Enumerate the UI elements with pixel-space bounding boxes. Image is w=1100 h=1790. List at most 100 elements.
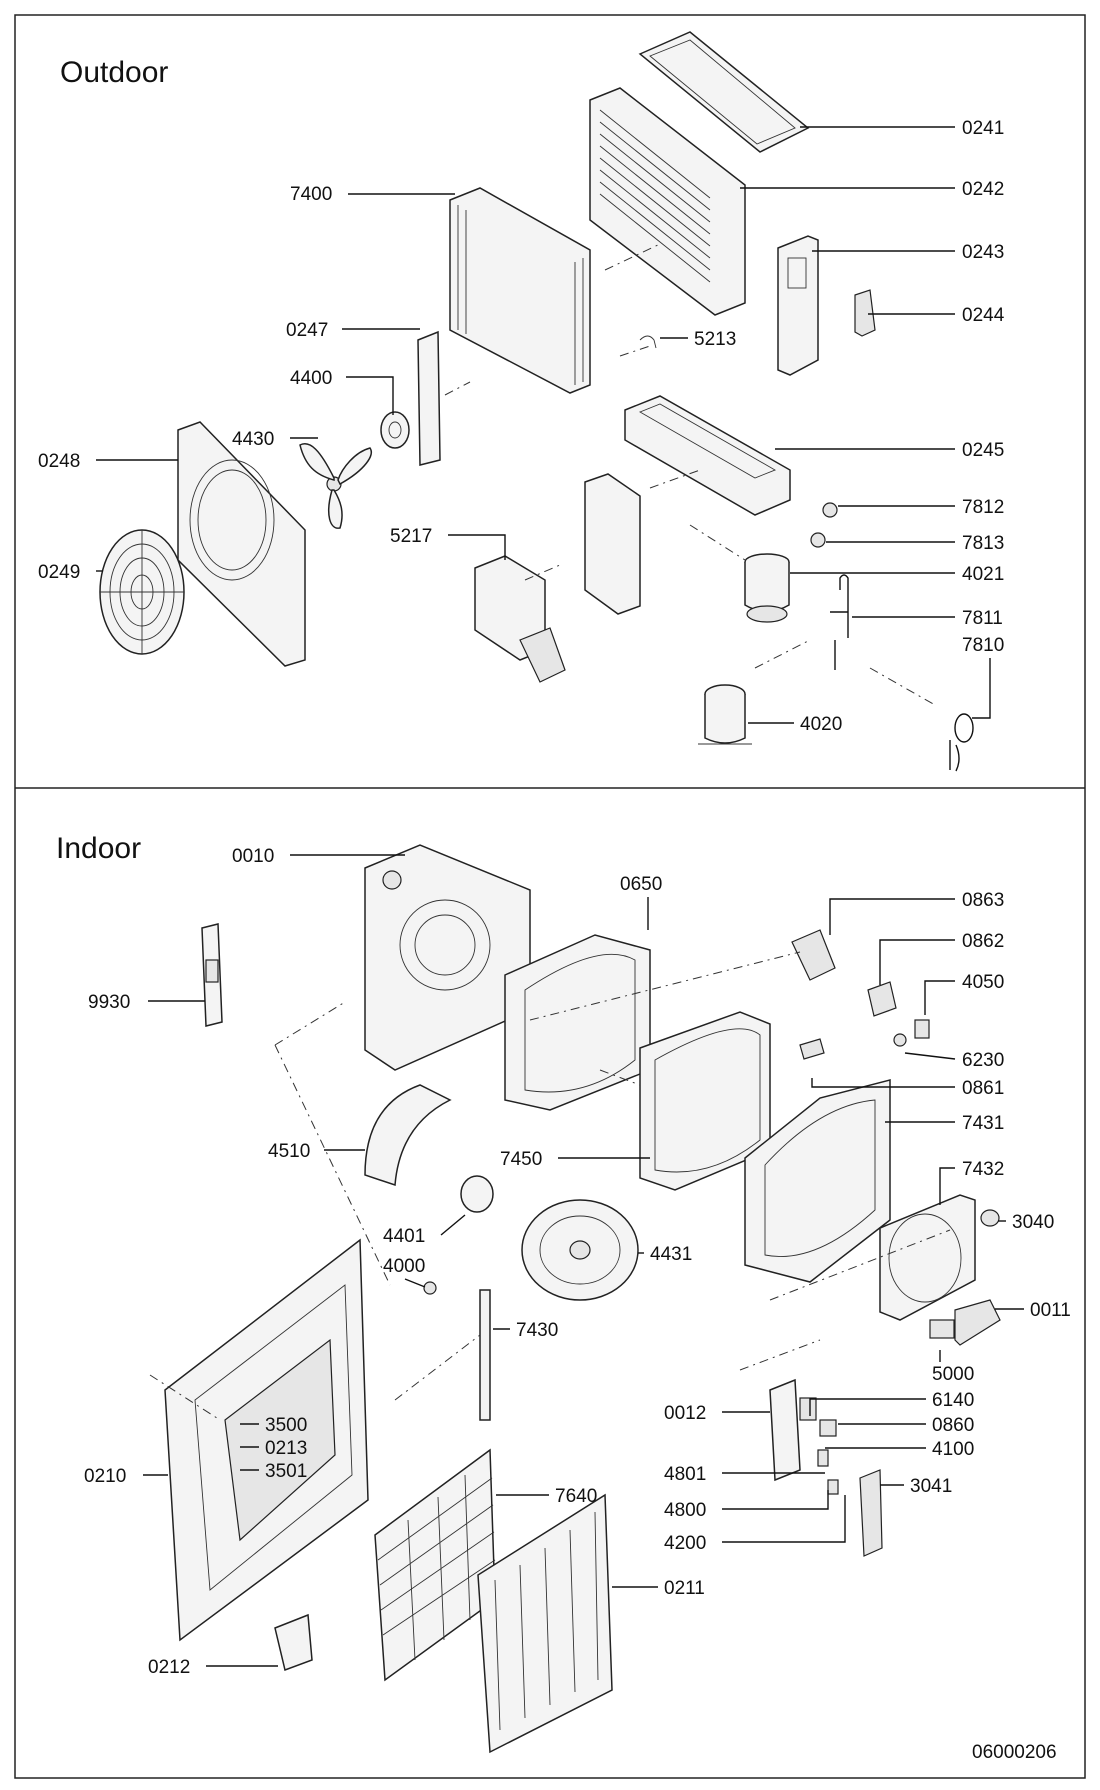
part-pump bbox=[980, 1209, 1000, 1227]
indoor-part-label-3040: 3040 bbox=[1012, 1212, 1054, 1233]
part-support-plate bbox=[584, 473, 641, 615]
part-air-filter bbox=[374, 1448, 496, 1682]
indoor-assembly-line-6 bbox=[394, 1334, 481, 1401]
assembly-line-8 bbox=[869, 667, 936, 706]
outdoor-title: Outdoor bbox=[60, 56, 168, 89]
indoor-part-label-5000: 5000 bbox=[932, 1364, 974, 1385]
part-service-valve bbox=[822, 502, 838, 518]
part-pipe-assembly bbox=[830, 574, 849, 670]
outdoor-part-label-7811: 7811 bbox=[962, 608, 1003, 629]
assembly-line-3 bbox=[619, 345, 651, 357]
indoor-leader-4401 bbox=[440, 1214, 466, 1236]
assembly-line-2 bbox=[604, 243, 661, 271]
part-side-panel bbox=[777, 235, 819, 376]
part-drain-pipe bbox=[479, 1289, 491, 1421]
outdoor-part-label-7810: 7810 bbox=[962, 635, 1004, 656]
part-clamp bbox=[799, 1038, 825, 1060]
outdoor-part-label-5217: 5217 bbox=[390, 526, 432, 547]
part-insulation-frame bbox=[744, 1079, 891, 1283]
part-condenser-coil bbox=[449, 187, 591, 394]
part-indoor-cabinet bbox=[364, 844, 531, 1071]
part-sensor bbox=[893, 1033, 907, 1047]
outdoor-part-label-0245: 0245 bbox=[962, 440, 1004, 461]
indoor-part-label-0860: 0860 bbox=[932, 1415, 974, 1436]
part-relay bbox=[819, 1419, 837, 1437]
part-partition bbox=[417, 330, 441, 466]
outdoor-drawing bbox=[99, 31, 974, 772]
outdoor-part-label-0242: 0242 bbox=[962, 179, 1004, 200]
part-electric-cover bbox=[859, 1469, 883, 1557]
part-inlet-grille bbox=[477, 1493, 613, 1754]
indoor-leader-0863 bbox=[829, 898, 955, 935]
part-cover-plate bbox=[791, 929, 836, 981]
indoor-part-label-4000: 4000 bbox=[383, 1256, 425, 1277]
indoor-part-label-4800: 4800 bbox=[664, 1500, 706, 1521]
outdoor-part-label-4430: 4430 bbox=[232, 429, 274, 450]
indoor-assembly-line-8 bbox=[149, 1374, 221, 1421]
part-corner-cover bbox=[954, 1299, 1001, 1346]
indoor-part-label-0211: 0211 bbox=[664, 1578, 705, 1599]
part-remote-controller bbox=[201, 923, 223, 1027]
part-capacitor bbox=[827, 1479, 839, 1495]
indoor-part-label-4510: 4510 bbox=[268, 1141, 310, 1162]
indoor-leader-0861 bbox=[811, 1078, 955, 1088]
part-bracket bbox=[867, 981, 897, 1017]
indoor-part-label-4100: 4100 bbox=[932, 1439, 974, 1460]
indoor-assembly-line-2 bbox=[274, 1044, 391, 1286]
indoor-leader-6230 bbox=[904, 1052, 956, 1060]
part-blower-motor bbox=[460, 1175, 494, 1213]
indoor-part-label-7450: 7450 bbox=[500, 1149, 542, 1170]
outdoor-part-label-0247: 0247 bbox=[286, 320, 328, 341]
indoor-part-label-4050: 4050 bbox=[962, 972, 1004, 993]
outdoor-leader-7810 bbox=[972, 658, 991, 719]
part-fuse bbox=[817, 1449, 829, 1467]
assembly-line-5 bbox=[524, 564, 561, 581]
indoor-part-label-0011: 0011 bbox=[1030, 1300, 1071, 1321]
indoor-assembly-line-4 bbox=[599, 1069, 641, 1086]
indoor-part-label-0650: 0650 bbox=[620, 874, 662, 895]
indoor-leader-4200 bbox=[722, 1495, 846, 1543]
outdoor-part-label-4021: 4021 bbox=[962, 564, 1004, 585]
part-control-box-indoor bbox=[769, 1378, 801, 1482]
outdoor-part-label-0243: 0243 bbox=[962, 242, 1004, 263]
part-front-grille-panel bbox=[164, 1238, 369, 1642]
indoor-part-label-3041: 3041 bbox=[910, 1476, 952, 1497]
assembly-line-6 bbox=[689, 524, 746, 561]
part-accumulator bbox=[744, 553, 790, 623]
part-clip bbox=[639, 335, 657, 349]
outdoor-part-label-4400: 4400 bbox=[290, 368, 332, 389]
outdoor-part-label-0244: 0244 bbox=[962, 305, 1005, 326]
part-fan-guard bbox=[99, 529, 185, 655]
assembly-line-4 bbox=[649, 469, 701, 489]
part-fan-wheel bbox=[521, 1199, 639, 1301]
indoor-assembly-line-7 bbox=[739, 1339, 821, 1371]
indoor-drawing bbox=[149, 844, 1001, 1754]
part-control-box bbox=[474, 555, 566, 683]
outdoor-part-label-7813: 7813 bbox=[962, 533, 1004, 554]
part-terminal bbox=[914, 1019, 930, 1039]
assembly-line-7 bbox=[754, 639, 811, 669]
indoor-part-label-7640: 7640 bbox=[555, 1486, 597, 1507]
indoor-part-label-9930: 9930 bbox=[88, 992, 130, 1013]
part-corner-piece bbox=[274, 1613, 313, 1671]
indoor-part-label-6140: 6140 bbox=[932, 1390, 974, 1411]
indoor-leader-6140 bbox=[809, 1398, 926, 1416]
outdoor-part-label-4020: 4020 bbox=[800, 714, 842, 735]
indoor-leader-0862 bbox=[879, 939, 955, 985]
indoor-leader-4050 bbox=[924, 980, 955, 1015]
indoor-assembly-line-3 bbox=[529, 951, 801, 1021]
indoor-part-label-0012: 0012 bbox=[664, 1403, 706, 1424]
indoor-leader-4000 bbox=[404, 1278, 426, 1288]
indoor-part-label-0862: 0862 bbox=[962, 931, 1004, 952]
indoor-leader-4800 bbox=[722, 1490, 829, 1510]
part-scroll-casing bbox=[364, 1084, 452, 1187]
part-fan-blade bbox=[299, 443, 372, 529]
indoor-part-label-4801: 4801 bbox=[664, 1464, 706, 1485]
indoor-part-label-0213: 0213 bbox=[265, 1438, 307, 1459]
part-compressor bbox=[698, 684, 752, 745]
outdoor-leader-5217 bbox=[448, 534, 506, 560]
part-cable bbox=[949, 713, 974, 772]
indoor-part-label-3501: 3501 bbox=[265, 1461, 307, 1482]
